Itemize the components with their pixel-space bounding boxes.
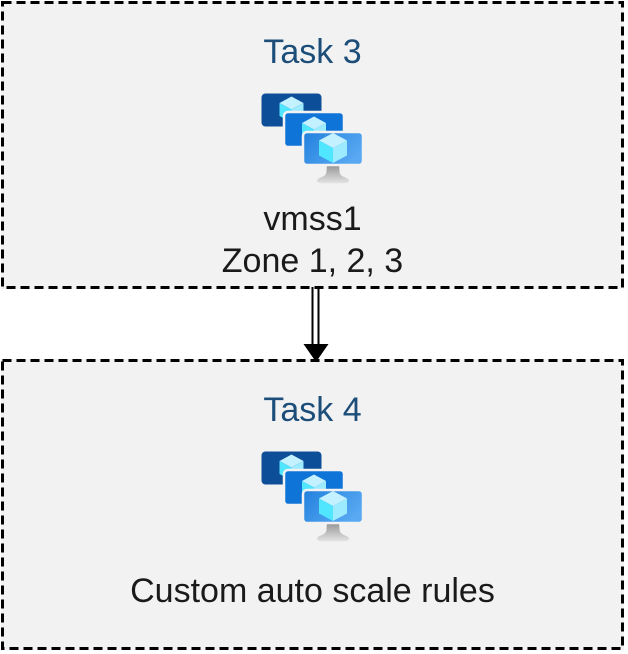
task-3-title: Task 3 <box>263 33 362 71</box>
task-4-box: Task 4 Custom auto scale rules <box>1 359 624 650</box>
double-line-arrow-down-icon <box>303 287 329 362</box>
vmss-name-label: vmss1 <box>263 200 362 238</box>
vm-scale-set-icon <box>261 451 364 542</box>
task-4-title: Task 4 <box>263 391 362 429</box>
task-3-box: Task 3 <box>1 1 624 289</box>
zones-label: Zone 1, 2, 3 <box>221 242 404 280</box>
task-4-caption: Custom auto scale rules <box>130 570 495 612</box>
autoscale-label: Custom auto scale rules <box>130 572 495 610</box>
task-3-caption: vmss1 Zone 1, 2, 3 <box>222 198 403 282</box>
vm-scale-set-icon <box>261 93 364 184</box>
